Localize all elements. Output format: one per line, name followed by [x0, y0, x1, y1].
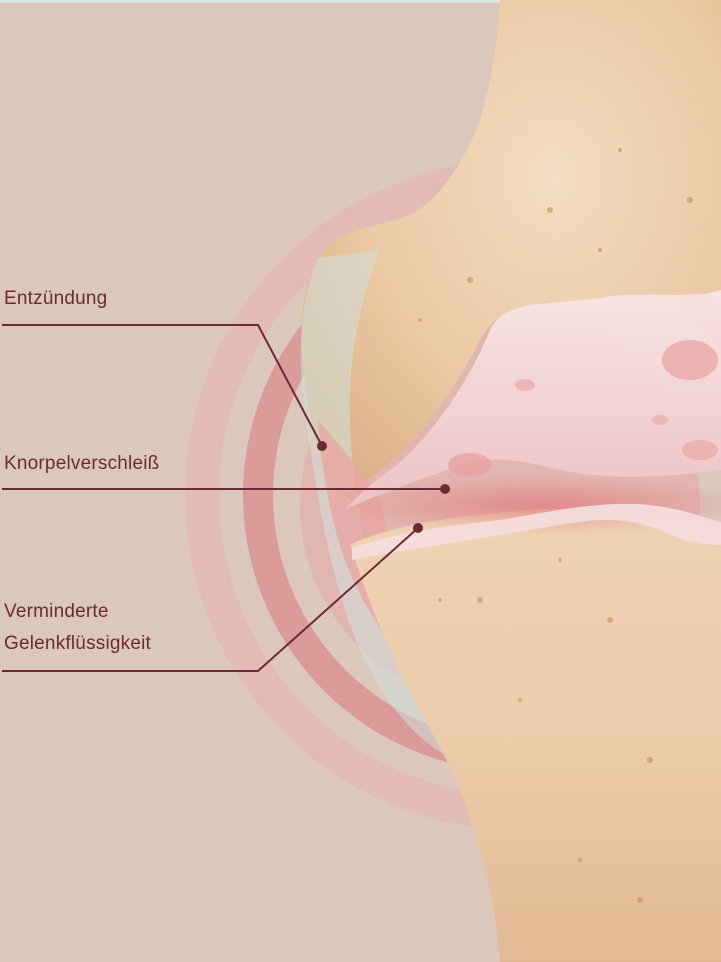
dot-fluid: [413, 523, 423, 533]
label-reduced-fluid-line1: Verminderte: [4, 596, 151, 628]
label-cartilage-wear: Knorpelverschleiß: [4, 448, 159, 480]
dot-inflammation: [317, 441, 327, 451]
dot-cartilage: [440, 484, 450, 494]
label-reduced-fluid-line2: Gelenkflüssigkeit: [4, 628, 151, 660]
label-reduced-fluid: Verminderte Gelenkflüssigkeit: [4, 596, 151, 660]
label-inflammation: Entzündung: [4, 283, 107, 315]
